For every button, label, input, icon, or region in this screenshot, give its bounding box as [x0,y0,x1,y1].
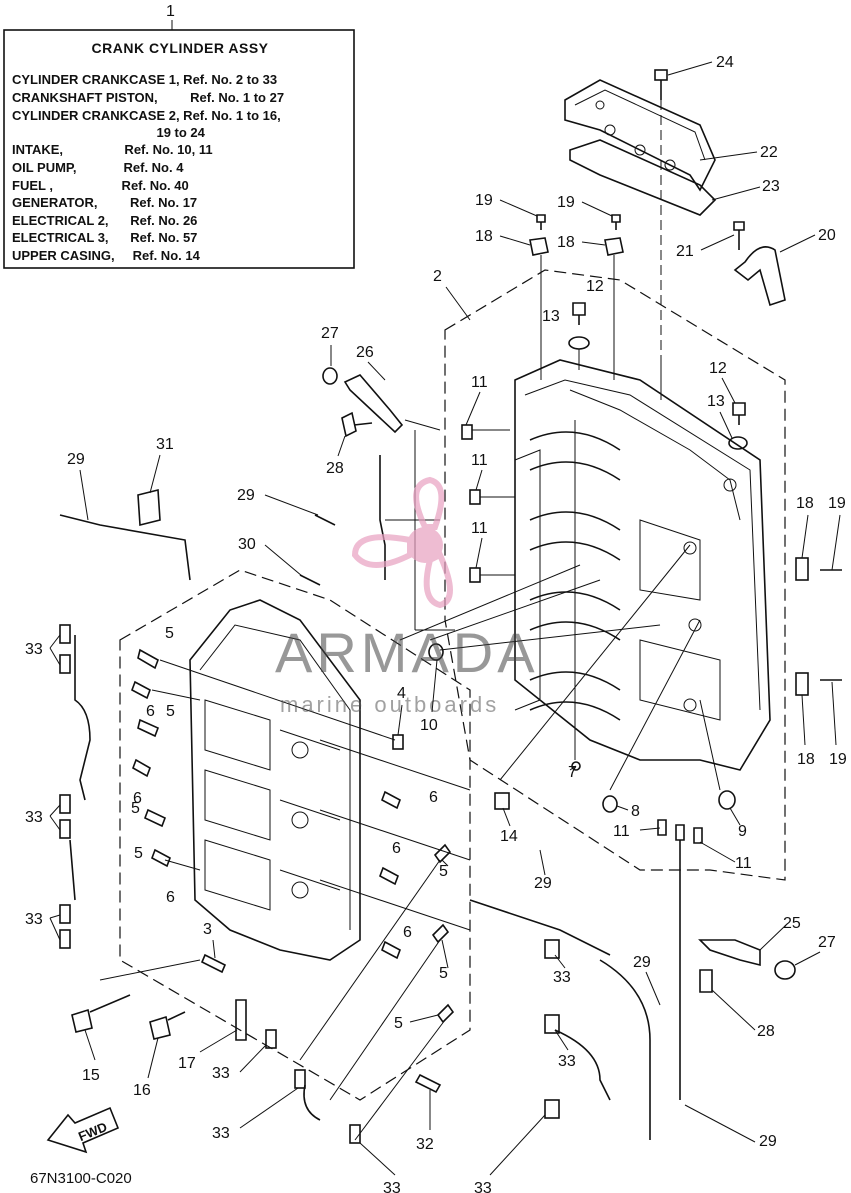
callout-6: 6 [403,924,412,941]
callout-29: 29 [633,954,651,971]
note-line-3: CYLINDER CRANKCASE 2, Ref. No. 1 to 16, [12,108,281,123]
note-line-7: FUEL , Ref. No. 40 [12,178,189,193]
callout-28: 28 [757,1023,775,1040]
callout-1: 1 [166,3,175,20]
crankcase-block [514,359,771,771]
callout-27: 27 [321,325,339,342]
callout-5: 5 [439,965,448,982]
watermark-brand: ARMADA [275,621,539,684]
cylinder-block [189,599,361,961]
callout-2: 2 [433,268,442,285]
diagram-code: 67N3100-C020 [30,1170,132,1187]
callout-24: 24 [716,54,734,71]
callout-6: 6 [392,840,401,857]
fwd-label: FWD [76,1119,109,1144]
note-line-10: ELECTRICAL 3, Ref. No. 57 [12,230,197,245]
callout-11: 11 [471,452,488,469]
callout-18: 18 [557,234,575,251]
callout-5: 5 [131,800,140,817]
callout-7: 7 [568,764,577,781]
callout-12: 12 [586,278,604,295]
callout-19: 19 [828,495,846,512]
callout-19: 19 [557,194,575,211]
note-line-4: 19 to 24 [12,125,206,140]
callout-17: 17 [178,1055,196,1072]
note-line-2: CRANKSHAFT PISTON, Ref. No. 1 to 27 [12,90,284,105]
watermark: ARMADA marine outboards [275,476,539,717]
callout-5: 5 [439,863,448,880]
callout-29: 29 [534,875,552,892]
callout-33: 33 [553,969,571,986]
note-line-9: ELECTRICAL 2, Ref. No. 26 [12,213,197,228]
callout-28: 28 [326,460,344,477]
callout-25: 25 [783,915,801,932]
callout-29: 29 [759,1133,777,1150]
callout-33: 33 [212,1125,230,1142]
callout-5: 5 [394,1015,403,1032]
callout-6: 6 [166,889,175,906]
fwd-arrow: FWD [46,1106,120,1154]
note-line-11: UPPER CASING, Ref. No. 14 [12,248,201,263]
callout-33: 33 [474,1180,492,1193]
callout-14: 14 [500,828,518,845]
callout-8: 8 [631,803,640,820]
leader-lines [99,360,721,1141]
callout-19: 19 [829,751,847,768]
callout-18: 18 [796,495,814,512]
callout-6: 6 [133,790,142,807]
callout-20: 20 [818,227,836,244]
callout-15: 15 [82,1067,100,1084]
callout-5: 5 [165,625,174,642]
assembly-outlines [119,269,786,1101]
callout-labels: 24 22 23 19 19 18 18 21 20 2 12 13 12 13… [25,54,847,1193]
note-title: CRANK CYLINDER ASSY [92,40,269,56]
callout-29: 29 [237,487,255,504]
callout-33: 33 [25,641,43,658]
callout-33: 33 [383,1180,401,1193]
callout-6: 6 [429,789,438,806]
callout-5: 5 [134,845,143,862]
watermark-tagline: marine outboards [280,692,499,717]
callout-23: 23 [762,178,780,195]
assembly-note: 1 CRANK CYLINDER ASSY CYLINDER CRANKCASE… [3,3,355,269]
note-line-1: CYLINDER CRANKCASE 1, Ref. No. 2 to 33 [12,72,277,87]
callout-21: 21 [676,243,694,260]
callout-32: 32 [416,1136,434,1153]
callout-19: 19 [475,192,493,209]
note-line-6: OIL PUMP, Ref. No. 4 [12,160,184,175]
callout-3: 3 [203,921,212,938]
callout-5: 5 [166,703,175,720]
callout-33: 33 [25,911,43,928]
callout-18: 18 [475,228,493,245]
callout-30: 30 [238,536,256,553]
callout-4: 4 [397,685,406,702]
callout-11: 11 [613,823,630,840]
callout-18: 18 [797,751,815,768]
callout-11: 11 [735,855,752,872]
callout-13: 13 [707,393,725,410]
callout-33: 33 [25,809,43,826]
callout-11: 11 [471,520,488,537]
callout-33: 33 [558,1053,576,1070]
callout-11: 11 [471,374,488,391]
propeller-logo [351,476,453,609]
note-line-8: GENERATOR, Ref. No. 17 [12,195,197,210]
callout-6: 6 [146,703,155,720]
callout-13: 13 [542,308,560,325]
callout-31: 31 [156,436,174,453]
callout-22: 22 [760,144,778,161]
small-parts [59,214,842,1144]
callout-9: 9 [738,823,747,840]
callout-26: 26 [356,344,374,361]
callout-12: 12 [709,360,727,377]
top-cover-assembly [564,69,717,360]
callout-29: 29 [67,451,85,468]
callout-10: 10 [420,717,438,734]
callout-16: 16 [133,1082,151,1099]
callout-leaders [49,61,841,1176]
callout-33: 33 [212,1065,230,1082]
callout-27: 27 [818,934,836,951]
note-line-5: INTAKE, Ref. No. 10, 11 [12,142,213,157]
